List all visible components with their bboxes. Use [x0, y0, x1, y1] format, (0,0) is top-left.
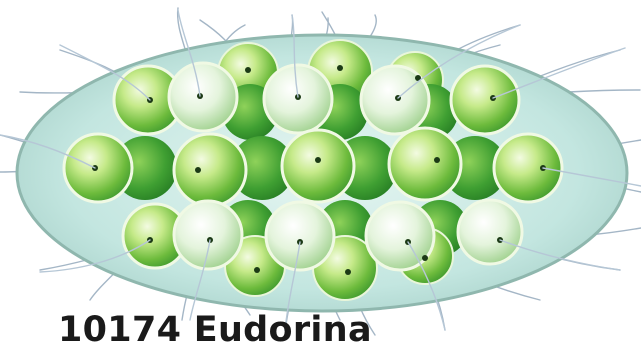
figure-caption: 10174 Eudorina: [58, 309, 372, 351]
